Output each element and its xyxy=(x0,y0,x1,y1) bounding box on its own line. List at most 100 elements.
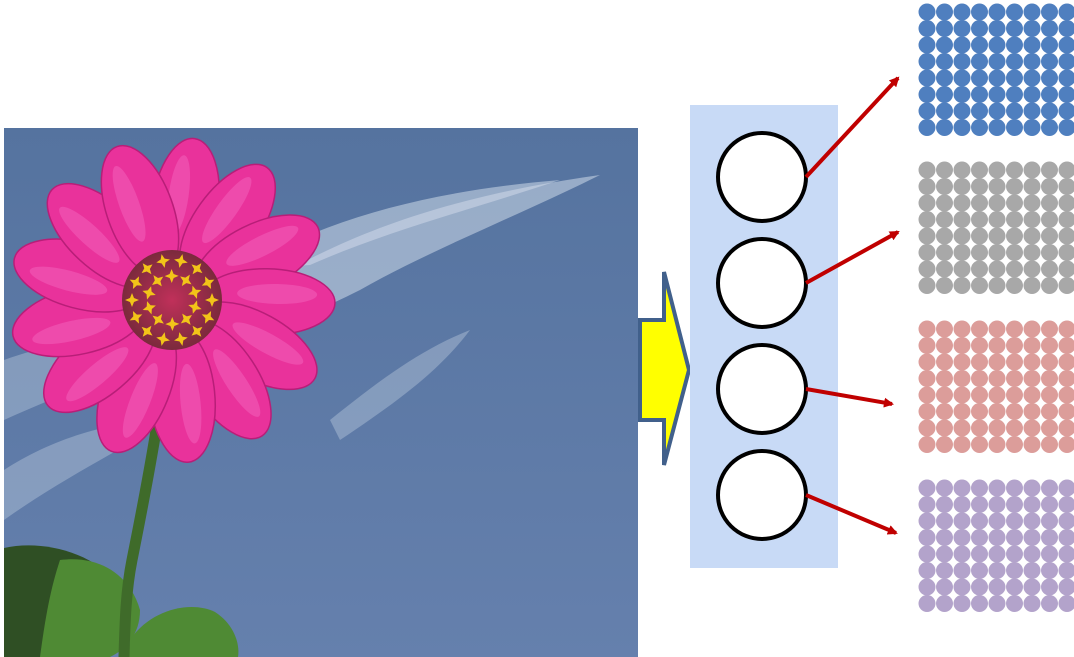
feature-dot xyxy=(954,277,971,294)
feature-dot xyxy=(1006,321,1023,338)
feature-dot xyxy=(971,370,988,387)
feature-dot xyxy=(1041,178,1058,195)
feature-dot xyxy=(1059,354,1074,371)
feature-dot xyxy=(919,277,936,294)
feature-dot xyxy=(989,562,1006,579)
feature-dot xyxy=(1059,162,1074,179)
feature-dot xyxy=(1006,244,1023,261)
feature-dot xyxy=(954,53,971,70)
feature-dot xyxy=(954,261,971,278)
feature-dot xyxy=(954,195,971,212)
feature-dot xyxy=(971,546,988,563)
feature-maps xyxy=(919,4,1074,613)
feature-dot xyxy=(1024,195,1041,212)
feature-dot xyxy=(1059,370,1074,387)
feature-dot xyxy=(1006,195,1023,212)
feature-dot xyxy=(1006,529,1023,546)
feature-dot xyxy=(936,86,953,103)
feature-dot xyxy=(971,579,988,596)
feature-dot xyxy=(1059,277,1074,294)
feature-dot xyxy=(1059,178,1074,195)
feature-dot xyxy=(989,119,1006,136)
feature-dot xyxy=(971,20,988,37)
feature-dot xyxy=(919,595,936,612)
feature-dot xyxy=(1024,261,1041,278)
feature-dot xyxy=(971,420,988,437)
feature-dot xyxy=(936,178,953,195)
feature-dot xyxy=(936,403,953,420)
feature-dot xyxy=(1059,562,1074,579)
feature-dot xyxy=(1041,53,1058,70)
feature-dot xyxy=(936,37,953,54)
feature-dot xyxy=(1024,480,1041,497)
feature-dot xyxy=(1006,211,1023,228)
feature-dot xyxy=(1041,595,1058,612)
feature-dot xyxy=(936,579,953,596)
feature-dot xyxy=(954,4,971,21)
feature-dot xyxy=(971,86,988,103)
feature-dot xyxy=(936,370,953,387)
feature-dot xyxy=(936,162,953,179)
feature-dot xyxy=(971,261,988,278)
feature-dot xyxy=(919,436,936,453)
feature-dot xyxy=(1041,86,1058,103)
feature-dot xyxy=(1059,387,1074,404)
feature-dot xyxy=(1059,337,1074,354)
feature-dot xyxy=(989,420,1006,437)
feature-dot xyxy=(971,387,988,404)
feature-dot xyxy=(954,496,971,513)
feature-dot xyxy=(919,119,936,136)
feature-dot xyxy=(919,4,936,21)
feature-dot xyxy=(1059,436,1074,453)
input-flower-photo xyxy=(4,128,638,657)
feature-dot xyxy=(989,496,1006,513)
feature-dot xyxy=(954,86,971,103)
feature-dot xyxy=(989,436,1006,453)
feature-dot xyxy=(1041,261,1058,278)
feature-dot xyxy=(1006,4,1023,21)
feature-dot xyxy=(919,370,936,387)
feature-dot xyxy=(936,529,953,546)
feature-dot xyxy=(1041,420,1058,437)
feature-dot xyxy=(1024,354,1041,371)
feature-dot xyxy=(1024,513,1041,530)
network-node-2 xyxy=(718,239,806,327)
feature-dot xyxy=(989,337,1006,354)
feature-dot xyxy=(989,4,1006,21)
feature-dot xyxy=(954,119,971,136)
network-node-3 xyxy=(718,345,806,433)
feature-dot xyxy=(1041,546,1058,563)
feature-dot xyxy=(989,546,1006,563)
feature-dot xyxy=(1024,86,1041,103)
feature-dot xyxy=(936,436,953,453)
feature-dot xyxy=(971,354,988,371)
feature-dot xyxy=(1024,420,1041,437)
feature-dot xyxy=(936,244,953,261)
feature-dot xyxy=(1041,562,1058,579)
feature-dot xyxy=(1024,403,1041,420)
feature-dot xyxy=(989,370,1006,387)
feature-dot xyxy=(1059,480,1074,497)
feature-dot xyxy=(919,244,936,261)
feature-dot xyxy=(1059,546,1074,563)
feature-dot xyxy=(971,4,988,21)
feature-dot xyxy=(1024,178,1041,195)
feature-dot xyxy=(1024,37,1041,54)
feature-dot xyxy=(1006,20,1023,37)
feature-dot xyxy=(1024,546,1041,563)
feature-dot xyxy=(936,195,953,212)
feature-dot xyxy=(1024,20,1041,37)
feature-dot xyxy=(1041,403,1058,420)
feature-dot xyxy=(919,195,936,212)
feature-dot xyxy=(919,420,936,437)
feature-dot xyxy=(1059,211,1074,228)
feature-dot xyxy=(936,277,953,294)
feature-dot xyxy=(989,480,1006,497)
feature-dot xyxy=(989,195,1006,212)
feature-dot xyxy=(954,103,971,120)
feature-dot xyxy=(954,387,971,404)
feature-dot xyxy=(1041,496,1058,513)
feature-dot xyxy=(1041,337,1058,354)
feature-map-red xyxy=(919,321,1074,454)
feature-dot xyxy=(954,403,971,420)
